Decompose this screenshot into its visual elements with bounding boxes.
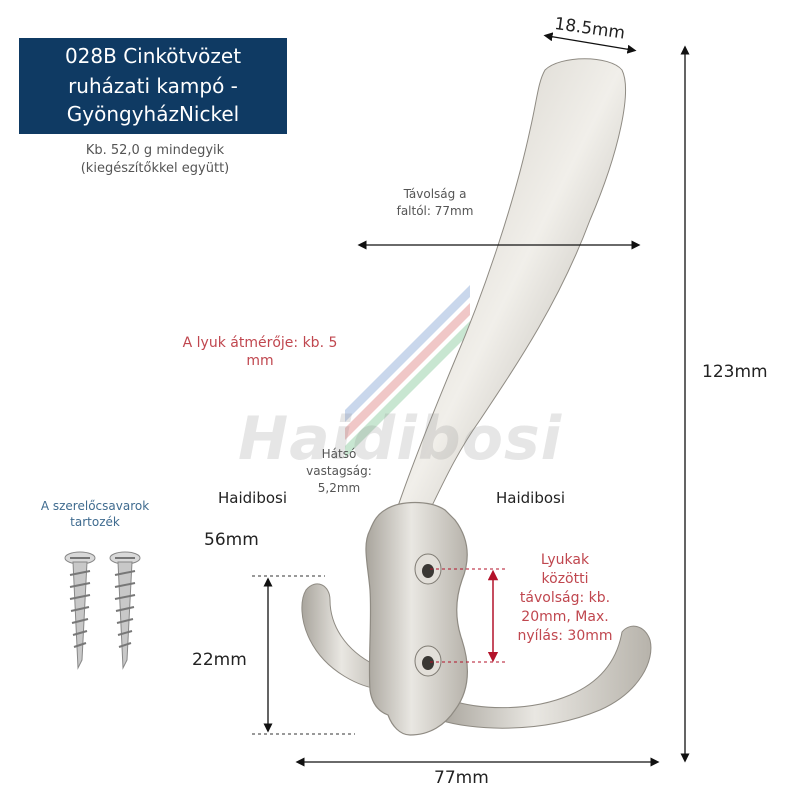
hole-spacing-label-line-4: 20mm, Max. bbox=[521, 609, 609, 625]
hole-diameter-label: A lyuk átmérője: kb. 5 mm bbox=[170, 334, 350, 370]
bottom-width-label: 77mm bbox=[434, 768, 489, 788]
back-thickness-label-line-2: vastagság: bbox=[306, 464, 372, 478]
back-thickness-label-line-1: Hátsó bbox=[321, 447, 357, 461]
hook-left-arm bbox=[301, 583, 391, 691]
back-thickness-label: Hátsó vastagság: 5,2mm bbox=[284, 446, 394, 497]
screws-included-label: A szerelőcsavarok tartozék bbox=[20, 498, 170, 530]
hook-right-arm bbox=[439, 625, 652, 729]
watermark-brand-text: Haidibosi bbox=[238, 404, 563, 474]
height-label: 123mm bbox=[702, 362, 768, 382]
weight-note-line-2: (kiegészítőkkel együtt) bbox=[80, 161, 230, 176]
dim-top-width-line bbox=[543, 32, 637, 54]
wall-distance-label-line-2: faltól: 77mm bbox=[396, 204, 474, 218]
hole-spacing-label-line-2: közötti bbox=[541, 571, 589, 587]
hole-spacing-label: Lyukak közötti távolság: kb. 20mm, Max. … bbox=[506, 551, 624, 646]
plate-height-label: 56mm bbox=[204, 530, 259, 550]
mounting-screw-left bbox=[64, 551, 96, 670]
product-title-line-2: ruházati kampó - bbox=[68, 74, 238, 98]
hook-depth-label: 22mm bbox=[192, 650, 247, 670]
screws-included-label-line-2: tartozék bbox=[70, 515, 120, 529]
hook-base-plate bbox=[365, 501, 468, 736]
brand-label-left: Haidibosi bbox=[218, 489, 288, 507]
screws-included-label-line-1: A szerelőcsavarok bbox=[40, 499, 150, 513]
weight-note: Kb. 52,0 g mindegyik (kiegészítőkkel egy… bbox=[40, 142, 270, 178]
hole-diameter-label-line-2: mm bbox=[246, 353, 274, 369]
mounting-screw-right bbox=[109, 551, 141, 670]
hook-screw-hole-bottom bbox=[414, 645, 442, 677]
hole-spacing-label-line-5: nyílás: 30mm bbox=[517, 628, 613, 644]
hole-spacing-label-line-1: Lyukak bbox=[540, 552, 590, 568]
wall-distance-label-line-1: Távolság a bbox=[403, 187, 467, 201]
product-title-line-3: GyöngyházNickel bbox=[66, 102, 240, 126]
hook-top-arm bbox=[394, 58, 626, 521]
watermark-logo-stripes bbox=[345, 285, 470, 458]
hook-screw-hole-top bbox=[414, 553, 442, 585]
product-title-banner: 028B Cinkötvözet ruházati kampó - Gyöngy… bbox=[19, 38, 287, 134]
wall-distance-label: Távolság a faltól: 77mm bbox=[370, 186, 500, 220]
weight-note-line-1: Kb. 52,0 g mindegyik bbox=[85, 143, 225, 158]
hole-spacing-label-line-3: távolság: kb. bbox=[519, 590, 611, 606]
product-title-line-1: 028B Cinkötvözet bbox=[64, 44, 242, 68]
hole-diameter-label-line-1: A lyuk átmérője: kb. 5 bbox=[182, 335, 338, 351]
brand-label-right: Haidibosi bbox=[496, 489, 566, 507]
back-thickness-label-line-3: 5,2mm bbox=[317, 481, 361, 495]
